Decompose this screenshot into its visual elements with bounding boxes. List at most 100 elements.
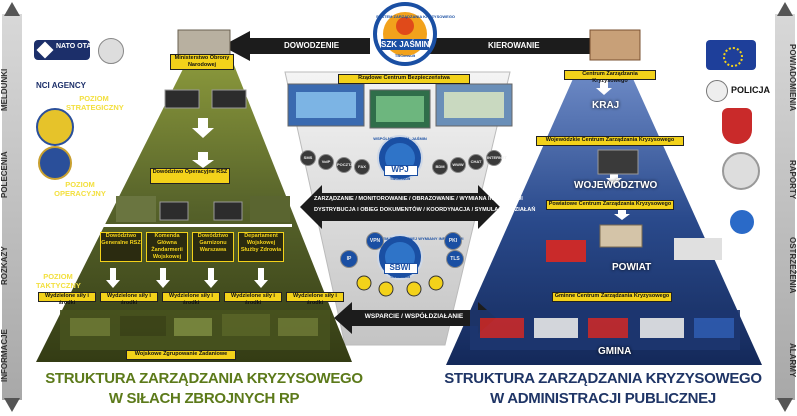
side-left-lower: ROZKAZY bbox=[0, 246, 9, 286]
support-label: WSPARCIE / WSPÓŁDZIAŁANIE bbox=[364, 313, 464, 320]
functions-line1: ZARZĄDZANIE / MONITOROWANIE / OBRAZOWANI… bbox=[314, 196, 523, 202]
szk-top-text: SYSTEM ZARZĄDZANIA KRYZYSOWEGO bbox=[376, 14, 456, 19]
arrow-kierowanie-body bbox=[430, 38, 596, 54]
civil-emblem-icon bbox=[722, 152, 760, 190]
eu-flag-icon bbox=[706, 40, 756, 70]
military-title-line2: W SIŁACH ZBROJNYCH RP bbox=[108, 390, 300, 407]
military-buildings bbox=[116, 29, 290, 222]
nci-logo: NCI AGENCY bbox=[34, 78, 90, 96]
service-voip: VoIP bbox=[318, 154, 334, 170]
side-right-bottom: ALARMY bbox=[788, 342, 797, 378]
police-label: POLICJA bbox=[731, 85, 771, 95]
rcb-screens bbox=[287, 83, 513, 129]
level-country: KRAJ bbox=[592, 100, 620, 111]
arrow-down-strategic bbox=[192, 118, 214, 138]
sbwi-node-pki: PKI bbox=[444, 232, 462, 250]
commune-center-box: Gminne Centrum Zarządzania Kryzysowego bbox=[552, 292, 672, 302]
civil-buildings bbox=[546, 29, 722, 262]
civil-scene bbox=[470, 310, 740, 350]
civil-pyramid bbox=[446, 72, 762, 365]
level-operational: POZIOM OPERACYJNY bbox=[54, 180, 106, 198]
wpj-plate bbox=[384, 165, 418, 176]
nci-logo-text: NCI AGENCY bbox=[36, 81, 86, 90]
left-sidebar-arrow-down bbox=[4, 398, 20, 412]
level-tactical: POZIOM TAKTYCZNY bbox=[36, 272, 81, 290]
level-strategic: POZIOM STRATEGICZNY bbox=[66, 94, 124, 112]
wpj-sub: TBConsult bbox=[389, 176, 411, 181]
level-district: POWIAT bbox=[612, 262, 652, 273]
side-left-middle: POLECENIA bbox=[0, 151, 9, 199]
command-connector bbox=[102, 224, 292, 227]
sbwi-node-vpn: VPN bbox=[366, 232, 384, 250]
police-star-icon bbox=[706, 80, 728, 102]
voivodeship-center-box: Wojewódzkie Centrum Zarządzania Kryzysow… bbox=[536, 136, 684, 146]
civil-title-line1: STRUKTURA ZARZĄDZANIA KRYZYSOWEGO bbox=[444, 370, 762, 387]
arrow-dowodzenie bbox=[222, 31, 370, 61]
service-internet: INTERNET bbox=[486, 150, 507, 166]
wpj-label: WPJ bbox=[391, 165, 409, 174]
command-garrison: Dowództwo Garnizonu Warszawa bbox=[192, 232, 234, 262]
service-bdm: BDM bbox=[432, 159, 448, 175]
nato-star-icon bbox=[36, 41, 54, 59]
service-mail: POCZTA bbox=[336, 157, 353, 173]
side-left-top: MELDUNKI bbox=[0, 68, 9, 112]
arrows-to-tactical bbox=[106, 268, 268, 288]
side-right-lower: OSTRZEŻENIA bbox=[788, 236, 797, 294]
command-health-service: Departament Wojskowej Służby Zdrowia bbox=[238, 232, 284, 262]
sbwi-plate bbox=[384, 263, 418, 274]
service-fax: FAX bbox=[354, 159, 370, 175]
military-emblem-icon bbox=[36, 108, 74, 146]
left-sidebar-bar bbox=[2, 14, 22, 400]
level-voivodeship: WOJEWÓDZTWO bbox=[574, 180, 658, 191]
sbwi-node-tls: TLS bbox=[446, 250, 464, 268]
ministry-box: Ministerstwo Obrony Narodowej bbox=[170, 54, 234, 70]
sbwi-label: SBWI bbox=[389, 263, 411, 272]
ambulance-icon bbox=[728, 208, 756, 236]
command-general: Dowództwo Generalne RSZ bbox=[100, 232, 142, 262]
force-box-2: Wydzielone siły i środki bbox=[100, 292, 158, 306]
military-title-line1: STRUKTURA ZARZĄDZANIA KRYZYSOWEGO bbox=[45, 370, 363, 387]
szk-logo-flame bbox=[396, 17, 414, 35]
military-scene bbox=[60, 310, 330, 350]
nato-logo: NATO OTAN bbox=[34, 40, 96, 60]
side-right-middle: RAPORTY bbox=[788, 160, 797, 200]
fire-service-icon bbox=[722, 108, 752, 144]
functions-line2: DYSTRYBUCJA I OBIEG DOKUMENTÓW / KOORDYN… bbox=[314, 207, 536, 213]
sbwi-top-text: SYSTEM BEZPIECZNEJ WYMIANY INFORMACJI bbox=[372, 236, 464, 241]
nato-logo-text: NATO OTAN bbox=[56, 43, 97, 50]
level-commune: GMINA bbox=[598, 346, 632, 357]
right-sidebar-arrow-down bbox=[777, 398, 793, 412]
sbwi-node-ip: IP bbox=[340, 250, 358, 268]
right-sidebar-bar bbox=[775, 14, 795, 400]
service-www: WWW bbox=[450, 157, 466, 173]
military-group-box: Wojskowe Zgrupowanie Zadaniowe bbox=[126, 350, 236, 360]
double-arrow-support bbox=[334, 302, 496, 334]
szk-name-plate bbox=[381, 39, 429, 50]
national-center-box: Centrum Zarządzania Kryzysowego bbox=[564, 70, 656, 84]
military-eagle-icon bbox=[98, 38, 124, 64]
service-chat: CHAT bbox=[468, 154, 484, 170]
arrow-right-label: KIEROWANIE bbox=[488, 41, 540, 50]
command-military-police: Komenda Główna Żandarmerii Wojskowej bbox=[146, 232, 188, 262]
sbwi-sub: TBConsult bbox=[389, 274, 411, 279]
arrow-down-operational bbox=[192, 152, 214, 168]
arrow-left-label: DOWODZENIE bbox=[284, 41, 340, 50]
service-sms: SMS bbox=[300, 150, 316, 166]
force-box-5: Wydzielone siły i środki bbox=[286, 292, 344, 306]
rcb-label: Rządowe Centrum Bezpieczeństwa bbox=[338, 74, 470, 84]
left-sidebar-arrow-up bbox=[4, 2, 20, 16]
force-box-3: Wydzielone siły i środki bbox=[162, 292, 220, 306]
szk-name: SZK JAŚMIN bbox=[381, 40, 430, 49]
hazard-icons bbox=[356, 275, 444, 297]
double-arrow-functions bbox=[300, 185, 500, 229]
szk-sub: TBConsult bbox=[394, 53, 416, 58]
civil-title-line2: W ADMINISTRACJI PUBLICZNEJ bbox=[490, 390, 716, 407]
force-box-1: Wydzielone siły i środki bbox=[38, 292, 96, 306]
military-badge-icon bbox=[38, 146, 72, 180]
right-sidebar-arrow-up bbox=[777, 2, 793, 16]
wpj-top-text: WSPÓLNY PORTAL JAŚMIN bbox=[373, 136, 427, 141]
operational-command-box: Dowództwo Operacyjne RSZ bbox=[150, 168, 230, 184]
force-box-4: Wydzielone siły i środki bbox=[224, 292, 282, 306]
side-right-top: POWIADOMIENIA bbox=[788, 44, 797, 112]
